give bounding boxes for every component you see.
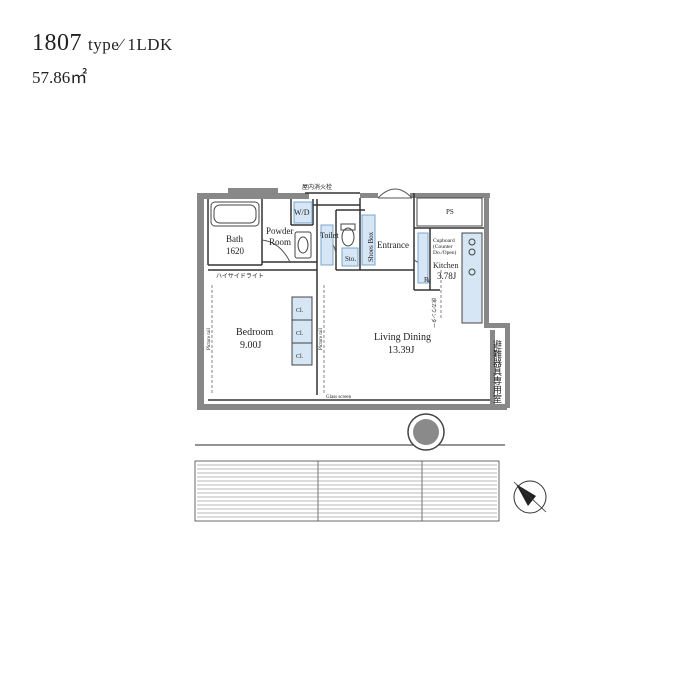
unit-type: type∕ 1LDK <box>88 35 173 54</box>
ps-area <box>416 197 483 227</box>
bathtub <box>210 201 260 227</box>
bath-size: 1620 <box>226 246 245 256</box>
picture-rail-label-2: Picture rail <box>319 327 324 350</box>
railing-slats <box>197 464 497 518</box>
kitchen-counter <box>461 232 483 324</box>
evac-room-label: 避難器具専用室 <box>492 339 502 403</box>
ps-label: PS <box>446 208 454 216</box>
shoes-box-label: Shoes Box <box>367 231 375 262</box>
glass-screen-label: Glass screen <box>326 395 352 400</box>
balcony-railing <box>194 444 505 522</box>
powder-room-label-1: Powder <box>266 226 294 236</box>
cupboard-label-1: Cupboard <box>433 238 455 244</box>
cupboard-label-2: (Counter <box>433 243 453 250</box>
outer-walls <box>197 188 510 410</box>
dashed-lines <box>211 270 442 395</box>
unit-title: 1807 type∕ 1LDK <box>32 30 173 57</box>
counter-note-label: 床カウンター <box>430 298 437 328</box>
closet-label-1: Cl. <box>296 308 304 314</box>
living-size: 13.39J <box>388 345 415 356</box>
bedroom-size: 9.00J <box>240 340 262 351</box>
toilet-label: Toilet <box>320 231 339 240</box>
kitchen-label: Kitchen <box>433 261 458 270</box>
bedroom-label: Bedroom <box>236 327 273 338</box>
powder-room-label-2: Room <box>269 237 291 247</box>
sanitary-fixtures <box>294 223 356 259</box>
entrance-label: Entrance <box>377 240 409 250</box>
column-icon <box>407 413 445 451</box>
unit-area: 57.86㎡ <box>32 68 88 87</box>
wd-label: W/D <box>294 208 310 217</box>
fire-hydrant-label: 屋内消火栓 <box>302 183 332 191</box>
r-mark-label: R <box>424 276 429 284</box>
cupboard-label-3: Do./Open) <box>433 249 457 256</box>
living-label: Living Dining <box>374 332 431 343</box>
sto-label: Sto. <box>345 255 356 263</box>
evac-room-text: 避難器具専用室 <box>492 339 502 403</box>
compass-north-icon <box>513 480 547 514</box>
kitchen-size: 3.78J <box>437 271 457 281</box>
interior-walls <box>207 192 490 401</box>
high-side-light-label: ハイサイドライト <box>216 273 264 280</box>
picture-rail-label-1: Picture rail <box>207 327 212 350</box>
closet-label-3: Cl. <box>296 354 304 360</box>
unit-number: 1807 <box>32 30 82 56</box>
closet-label-2: Cl. <box>296 331 304 337</box>
closet-boxes <box>291 296 313 366</box>
bath-label: Bath <box>226 234 243 244</box>
